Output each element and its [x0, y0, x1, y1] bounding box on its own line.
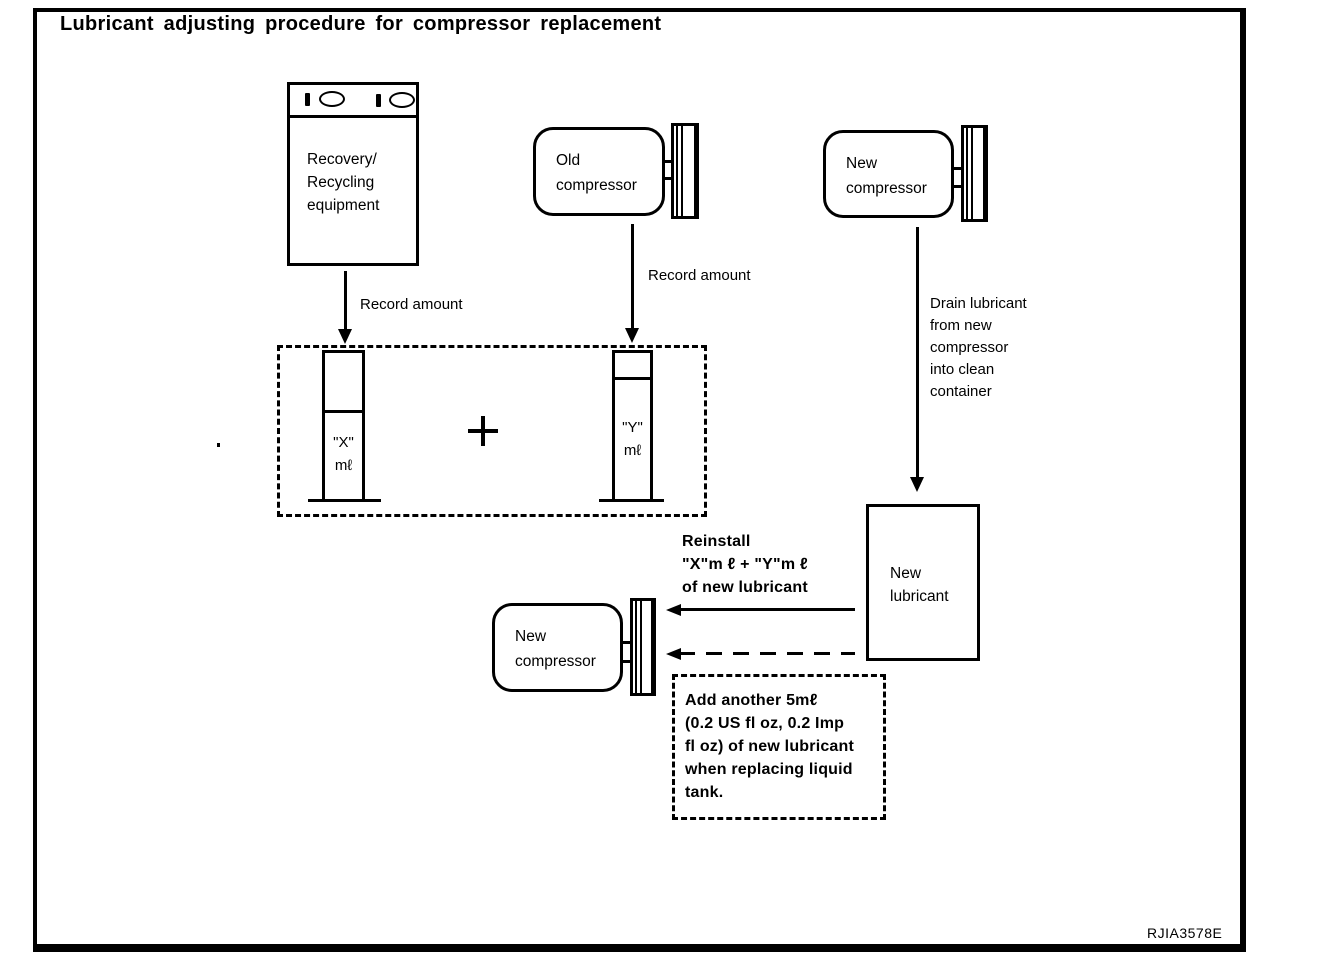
new-lubricant-box: New lubricant: [866, 504, 980, 661]
new-compressor-top-box: New compressor: [823, 130, 954, 218]
arrow-newcomp-to-lubricant-head: [910, 477, 924, 492]
record-amount-label-2: Record amount: [648, 267, 751, 284]
old-compressor-fitting: [662, 177, 673, 180]
arrow-oldcomp-to-cylinder: [631, 224, 634, 329]
new-compressor-pulley-icon: [961, 125, 988, 222]
add-lubricant-note: Add another 5mℓ (0.2 US fl oz, 0.2 Imp f…: [685, 692, 855, 801]
arrow-lubricant-to-newcomp: [679, 608, 855, 611]
arrow-additional-lubricant-head: [666, 648, 681, 660]
measured-amounts-dashed-box: [277, 345, 707, 517]
arrow-oldcomp-to-cylinder-head: [625, 328, 639, 343]
arrow-additional-lubricant-dashed: [679, 652, 855, 655]
gauge-port-icon: [376, 94, 381, 107]
new-lubricant-label: New lubricant: [890, 565, 949, 605]
old-compressor-box: Old compressor: [533, 127, 665, 216]
old-compressor-pulley-icon: [671, 123, 699, 219]
recovery-recycling-equipment-box: Recovery/ Recycling equipment: [287, 82, 419, 266]
new-compressor-bottom-pulley-icon: [630, 598, 656, 696]
page-title: Lubricant adjusting procedure for compre…: [60, 13, 662, 35]
diagram-border: [33, 8, 1246, 952]
new-compressor-bottom-fitting: [620, 660, 630, 663]
record-amount-label-1: Record amount: [360, 296, 463, 313]
cylinder-x: "X" mℓ: [322, 350, 365, 502]
plus-icon: [481, 416, 485, 446]
cylinder-y-base: [599, 499, 664, 502]
cylinder-y-liquid-level: [615, 377, 650, 380]
arrow-lubricant-to-newcomp-head: [666, 604, 681, 616]
new-compressor-fitting: [951, 167, 962, 170]
arrow-newcomp-to-lubricant: [916, 227, 919, 478]
cylinder-y-label: "Y" mℓ: [622, 419, 643, 459]
new-compressor-bottom-fitting: [620, 641, 630, 644]
cylinder-x-label: "X" mℓ: [333, 434, 354, 474]
old-compressor-label: Old compressor: [556, 152, 637, 194]
cylinder-x-liquid-level: [325, 410, 362, 413]
drain-lubricant-note: Drain lubricant from new compressor into…: [930, 295, 1027, 400]
gauge-port-icon: [305, 93, 310, 106]
cylinder-x-base: [308, 499, 381, 502]
recovery-gauge-panel: [290, 85, 416, 118]
cylinder-y: "Y" mℓ: [612, 350, 653, 502]
print-dot: [217, 443, 220, 447]
gauge-dial-icon: [389, 92, 415, 108]
new-compressor-bottom-box: New compressor: [492, 603, 623, 692]
arrow-recovery-to-cylinder-head: [338, 329, 352, 344]
new-compressor-fitting: [951, 185, 962, 188]
arrow-recovery-to-cylinder: [344, 271, 347, 330]
new-compressor-bottom-label: New compressor: [515, 628, 596, 670]
reinstall-note: Reinstall "X"m ℓ + "Y"m ℓ of new lubrica…: [682, 533, 808, 596]
add-lubricant-dashed-box: Add another 5mℓ (0.2 US fl oz, 0.2 Imp f…: [672, 674, 886, 820]
new-compressor-top-label: New compressor: [846, 155, 927, 197]
old-compressor-fitting: [662, 160, 673, 163]
figure-reference-code: RJIA3578E: [1147, 925, 1223, 941]
gauge-dial-icon: [319, 91, 345, 107]
recovery-equipment-label: Recovery/ Recycling equipment: [307, 151, 380, 214]
